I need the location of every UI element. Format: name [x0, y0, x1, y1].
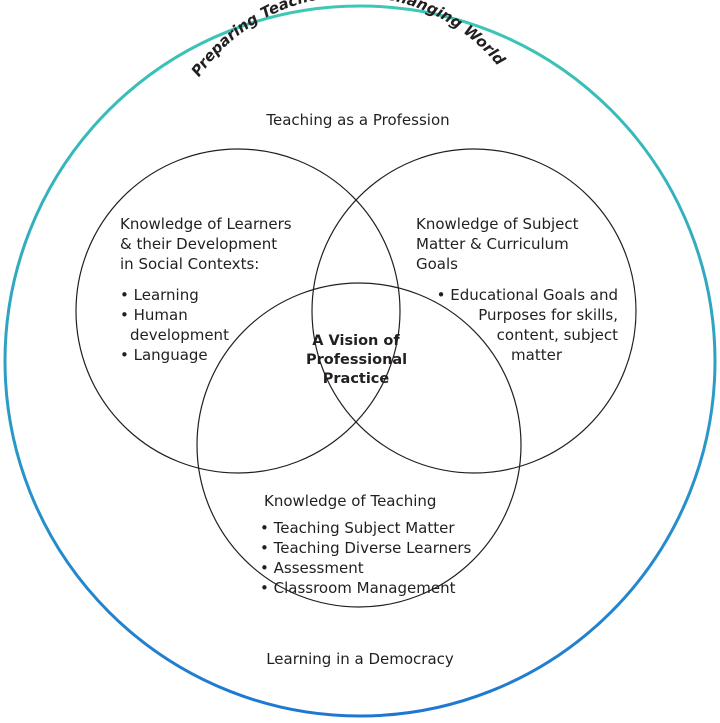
- learners-heading-line: in Social Contexts:: [120, 255, 260, 273]
- subject-heading: Knowledge of Subject Matter & Curriculum…: [416, 214, 579, 274]
- teaching-bullet: Teaching Subject Matter: [260, 518, 471, 538]
- center-vision-label: A Vision of Professional Practice: [306, 332, 408, 389]
- learners-heading-line: Knowledge of Learners: [120, 215, 292, 233]
- learners-bullet: Language: [120, 345, 229, 365]
- outer-ring: [3, 4, 717, 718]
- learners-heading: Knowledge of Learners & their Developmen…: [120, 214, 292, 274]
- learners-bullet: Learning: [120, 285, 229, 305]
- outer-label-bottom: Learning in a Democracy: [266, 650, 454, 668]
- subject-bullet-line: matter: [511, 346, 562, 364]
- teaching-bullet: Classroom Management: [260, 578, 471, 598]
- subject-bullet-line: Purposes for skills,: [478, 306, 618, 324]
- center-line: A Vision of: [312, 333, 400, 349]
- learners-heading-line: & their Development: [120, 235, 278, 253]
- learners-bullet: Human: [120, 305, 229, 325]
- learners-bullets: Learning Human development Language: [120, 285, 229, 365]
- teaching-heading: Knowledge of Teaching: [264, 492, 437, 510]
- subject-heading-line: Matter & Curriculum: [416, 235, 569, 253]
- center-line: Professional: [306, 352, 408, 368]
- learners-circle: [75, 148, 401, 474]
- svg-text:Preparing Teachers for a Chang: Preparing Teachers for a Changing World: [188, 0, 509, 80]
- subject-bullets: • Educational Goals and Purposes for ski…: [424, 285, 618, 365]
- teaching-bullet: Teaching Diverse Learners: [260, 538, 472, 558]
- teaching-circle: [196, 282, 522, 608]
- learners-bullet: development: [130, 326, 229, 344]
- diagram-title: Preparing Teachers for a Changing World: [188, 0, 509, 80]
- teaching-bullet: Assessment: [260, 558, 471, 578]
- subject-heading-line: Goals: [416, 255, 458, 273]
- teaching-bullets: Teaching Subject Matter Teaching Diverse…: [260, 518, 472, 598]
- subject-bullet-line: • Educational Goals and: [436, 286, 618, 304]
- subject-bullet-line: content, subject: [496, 326, 618, 344]
- outer-label-top: Teaching as a Profession: [266, 111, 450, 129]
- subject-heading-line: Knowledge of Subject: [416, 215, 579, 233]
- subject-circle: [311, 148, 637, 474]
- center-line: Practice: [322, 371, 390, 387]
